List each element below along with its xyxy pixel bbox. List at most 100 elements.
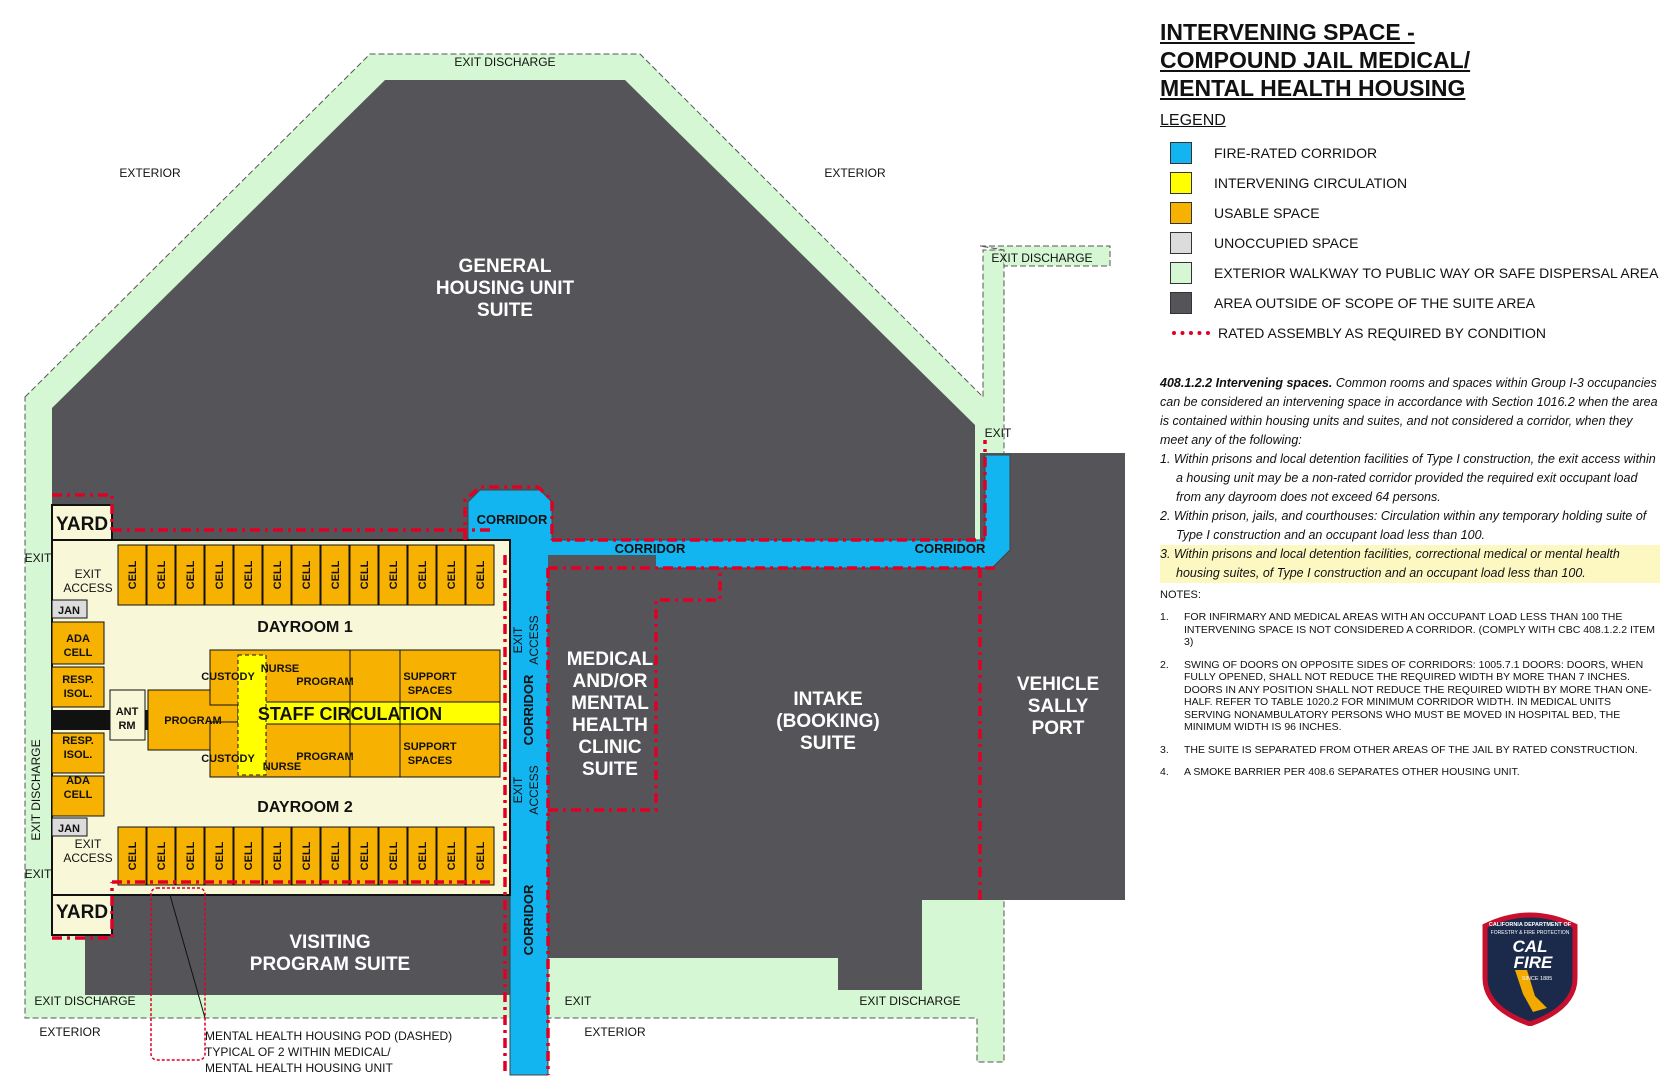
note-text: FOR INFIRMARY AND MEDICAL AREAS WITH AN … — [1184, 611, 1656, 648]
visiting-suite-label: PROGRAM SUITE — [250, 954, 410, 975]
logo-shield — [1482, 912, 1578, 1026]
medical-suite-label: MENTAL — [571, 693, 649, 714]
sh-label: SH — [87, 715, 102, 727]
support-spaces-label: SUPPORT — [403, 741, 456, 753]
cell-label: CELL — [475, 841, 487, 870]
cell-label: CELL — [359, 841, 371, 870]
legend-swatch — [1170, 202, 1192, 224]
exterior-label: EXTERIOR — [119, 166, 181, 180]
cell — [146, 544, 176, 606]
corridor-label: CORRIDOR — [615, 541, 686, 556]
exit-access-vertical: ACCESS — [527, 615, 541, 664]
rated-assemblies — [52, 440, 1000, 1075]
ada-cell-top — [51, 621, 105, 665]
dayroom2-label: DAYROOM 2 — [257, 799, 353, 816]
rated-left-yard-bottom — [52, 882, 114, 940]
pod-note-label: MENTAL HEALTH HOUSING UNIT — [205, 1061, 393, 1075]
cell — [407, 544, 437, 606]
program-label: PROGRAM — [296, 676, 353, 688]
calfire-logo: CALIFORNIA DEPARTMENT OF FORESTRY & FIRE… — [1482, 912, 1578, 1026]
rated-corridor-top — [552, 440, 987, 542]
cell — [204, 544, 234, 606]
cell — [291, 826, 321, 886]
jan-top — [51, 599, 88, 619]
exit-access-vertical: EXIT — [511, 776, 525, 803]
legend-item: FIRE-RATED CORRIDOR — [1160, 138, 1660, 168]
medical-suite-label: AND/OR — [573, 671, 648, 692]
notes-heading: NOTES: — [1160, 589, 1201, 601]
cell-label: CELL — [272, 841, 284, 870]
custody-label: CUSTODY — [201, 671, 255, 683]
cell-label: CELL — [359, 560, 371, 589]
ada-cell-label: CELL — [64, 789, 93, 801]
cell — [175, 826, 205, 886]
cell — [378, 826, 408, 886]
cell-label: CELL — [301, 841, 313, 870]
exterior-label: EXTERIOR — [39, 1025, 101, 1039]
resp-isol-label: ISOL. — [64, 749, 93, 761]
cell — [233, 826, 263, 886]
cell-label: CELL — [214, 560, 226, 589]
cell-label: CELL — [185, 560, 197, 589]
support-spaces-label: SUPPORT — [403, 671, 456, 683]
ada-cell-label: ADA — [66, 775, 90, 787]
cell-label: CELL — [156, 841, 168, 870]
logo-state-shape — [1515, 970, 1547, 1012]
legend-label: USABLE SPACE — [1214, 205, 1320, 221]
general-suite-label: SUITE — [477, 300, 533, 321]
title-line-3: MENTAL HEALTH HOUSING — [1160, 75, 1466, 101]
legend-swatch — [1172, 331, 1210, 335]
code-item: 2. Within prison, jails, and courthouses… — [1160, 509, 1647, 542]
cell — [436, 544, 466, 606]
code-item: 3. Within prisons and local detention fa… — [1160, 545, 1660, 583]
code-item: 1. Within prisons and local detention fa… — [1160, 452, 1656, 504]
cell — [175, 544, 205, 606]
exterior-label: EXTERIOR — [584, 1025, 646, 1039]
nurse-label: NURSE — [261, 663, 300, 675]
resp-isol-label: RESP. — [62, 735, 94, 747]
code-text: 408.1.2.2 Intervening spaces. Common roo… — [1160, 374, 1660, 583]
corridor-label: CORRIDOR — [477, 512, 548, 527]
yard-bottom — [51, 894, 113, 936]
cell-label: CELL — [301, 560, 313, 589]
exterior-label: EXTERIOR — [824, 166, 886, 180]
exit-access-label: ACCESS — [63, 581, 112, 595]
pod-leader — [169, 894, 206, 1019]
intake-suite-label: (BOOKING) — [776, 711, 879, 732]
note-number: 1. — [1160, 611, 1169, 623]
jan-label: JAN — [58, 605, 80, 617]
cell — [349, 826, 379, 886]
cell-label: CELL — [417, 841, 429, 870]
cell-label: CELL — [156, 560, 168, 589]
cell — [117, 826, 147, 886]
visiting-suite-label: VISITING — [289, 932, 370, 953]
exit-access-vertical: ACCESS — [527, 765, 541, 814]
exit-discharge-label: EXIT DISCHARGE — [991, 251, 1092, 265]
staff-circulation-label: STAFF CIRCULATION — [258, 704, 442, 724]
note-item: 3.THE SUITE IS SEPARATED FROM OTHER AREA… — [1160, 744, 1660, 757]
cell — [146, 826, 176, 886]
cell — [291, 544, 321, 606]
note-item: 2.SWING OF DOORS ON OPPOSITE SIDES OF CO… — [1160, 659, 1660, 734]
note-text: A SMOKE BARRIER PER 408.6 SEPARATES OTHE… — [1184, 766, 1520, 778]
ada-cell-label: ADA — [66, 633, 90, 645]
sidebar: INTERVENING SPACE - COMPOUND JAIL MEDICA… — [1160, 18, 1660, 789]
cell-label: CELL — [388, 560, 400, 589]
cell-label: CELL — [214, 841, 226, 870]
resp-isol-bottom — [51, 732, 105, 774]
cell — [320, 544, 350, 606]
exit-label: EXIT — [25, 867, 52, 881]
exit-label: EXIT — [25, 551, 52, 565]
mental-health-pod — [150, 887, 206, 1061]
cell — [378, 544, 408, 606]
code-intro: Common rooms and spaces within Group I-3… — [1160, 376, 1658, 447]
ant-rm — [109, 689, 146, 741]
corridor-label: CORRIDOR — [915, 541, 986, 556]
general-housing-suite — [52, 80, 975, 540]
yard-top — [51, 504, 113, 541]
nurse-vertical — [237, 654, 267, 776]
legend-label: RATED ASSEMBLY AS REQUIRED BY CONDITION — [1218, 325, 1547, 341]
note-item: 4.A SMOKE BARRIER PER 408.6 SEPARATES OT… — [1160, 766, 1660, 779]
yard-label: YARD — [56, 902, 108, 923]
